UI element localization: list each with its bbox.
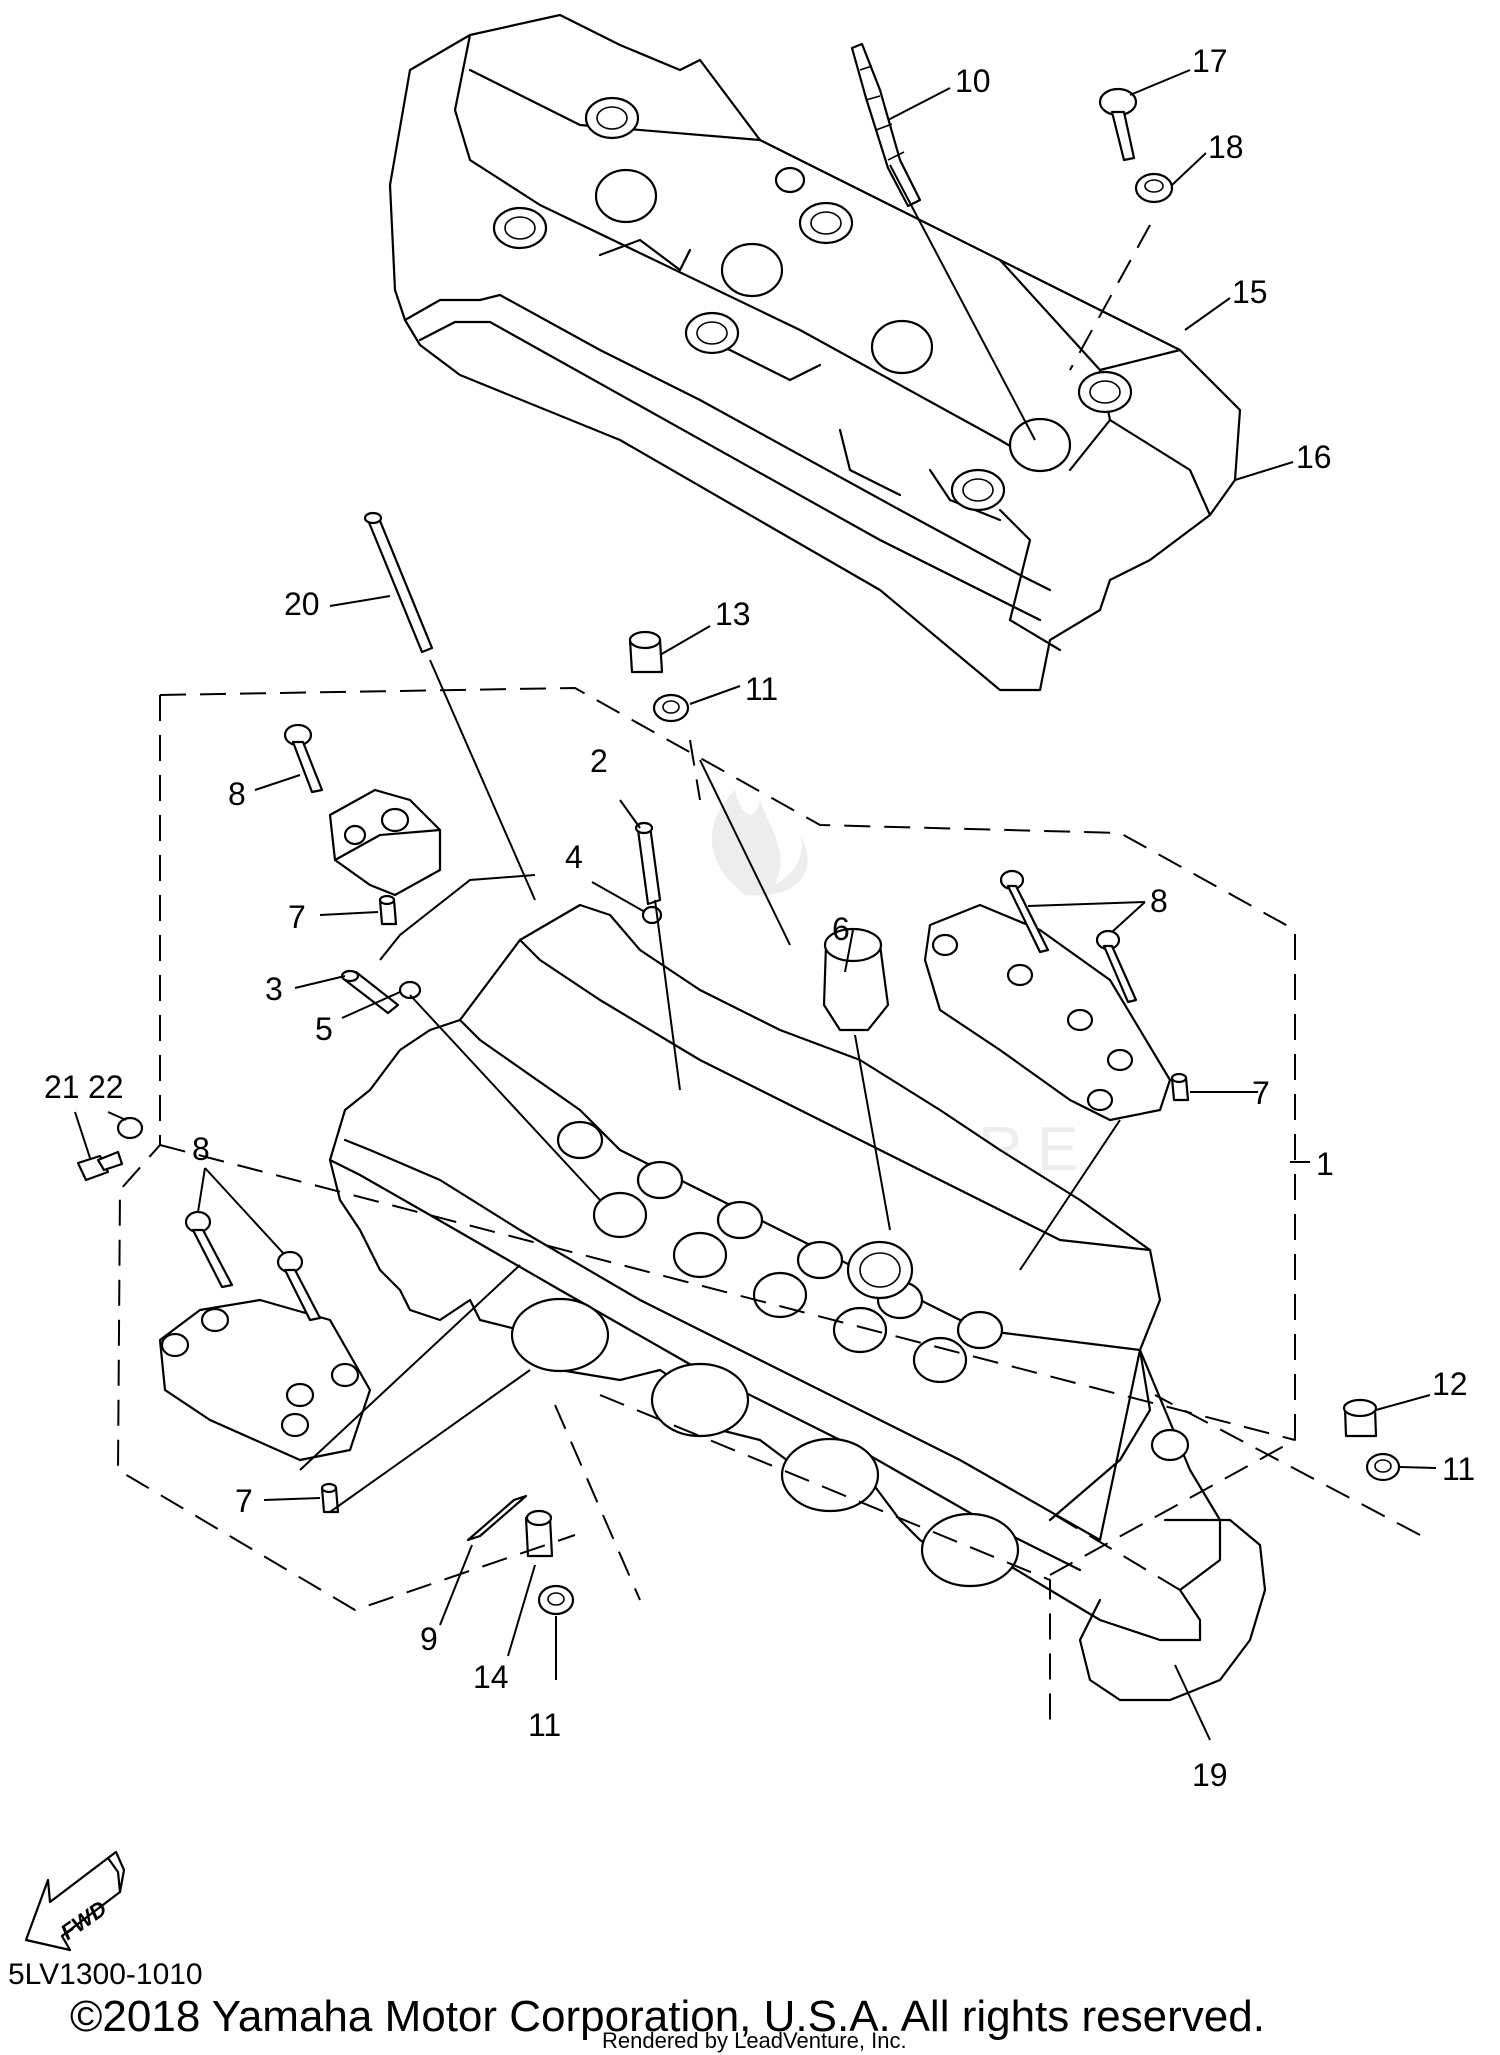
callout-7b[interactable]: 7 <box>1252 1075 1270 1111</box>
callout-5[interactable]: 5 <box>315 1011 333 1047</box>
rendered-by-credit: Rendered by LeadVenture, Inc. <box>602 2028 907 2053</box>
callout-22[interactable]: 22 <box>88 1069 124 1105</box>
copyright-notice: ©2018 Yamaha Motor Corporation, U.S.A. A… <box>70 1992 1265 2041</box>
cap-bolt-right-a[interactable] <box>999 869 1050 954</box>
callout-14[interactable]: 14 <box>473 1659 509 1695</box>
exhaust-stud[interactable] <box>466 1494 528 1542</box>
callout-19[interactable]: 19 <box>1192 1757 1228 1793</box>
dowel-pin-b[interactable] <box>1170 1072 1190 1102</box>
oil-gallery-bolt[interactable] <box>76 1150 124 1182</box>
copper-washer[interactable] <box>116 1116 144 1140</box>
intake-ports <box>510 1297 1020 1588</box>
callout-7c[interactable]: 7 <box>235 1483 253 1519</box>
callout-4[interactable]: 4 <box>565 839 583 875</box>
callout-13[interactable]: 13 <box>715 596 751 632</box>
callout-18[interactable]: 18 <box>1208 129 1244 165</box>
callout-11a[interactable]: 11 <box>745 671 778 707</box>
callout-17[interactable]: 17 <box>1192 43 1228 79</box>
cover-bolt[interactable] <box>1098 87 1138 162</box>
callout-6[interactable]: 6 <box>832 911 850 947</box>
cylinder-head[interactable] <box>328 903 1267 1702</box>
stud-bolt-short[interactable] <box>340 969 400 1015</box>
callout-16[interactable]: 16 <box>1296 439 1332 475</box>
callout-8c[interactable]: 8 <box>192 1131 210 1167</box>
callout-8a[interactable]: 8 <box>228 776 246 812</box>
o-ring-right[interactable] <box>1365 1452 1401 1482</box>
blind-plug[interactable] <box>822 927 890 1032</box>
long-stud-bolt[interactable] <box>363 511 434 654</box>
cover-bolt-bosses <box>492 96 1133 512</box>
callout-labels: 1 2 3 4 5 6 7 7 7 8 8 8 9 10 11 11 11 12… <box>44 43 1475 1793</box>
valve-train-bosses <box>556 1120 1190 1462</box>
spark-plug[interactable] <box>850 42 922 208</box>
dowel-pin-c[interactable] <box>320 1482 340 1514</box>
callout-10[interactable]: 10 <box>955 63 991 99</box>
camshaft-cap-upper-left[interactable] <box>328 788 442 897</box>
dowel-pin-a[interactable] <box>378 894 398 926</box>
assembly-lines <box>116 164 1421 1720</box>
callout-8b[interactable]: 8 <box>1150 883 1168 919</box>
callout-2[interactable]: 2 <box>590 743 608 779</box>
cap-bolt-lower-left-a[interactable] <box>184 1210 234 1289</box>
cap-bolt-lower-left-b[interactable] <box>276 1250 322 1322</box>
cover-grommet[interactable] <box>1134 172 1174 204</box>
o-ring-top[interactable] <box>652 693 690 723</box>
callout-9[interactable]: 9 <box>420 1621 438 1657</box>
callout-15[interactable]: 15 <box>1232 274 1268 310</box>
callout-20[interactable]: 20 <box>284 586 320 622</box>
callout-11c[interactable]: 11 <box>528 1707 561 1743</box>
cap-bolt-right-b[interactable] <box>1095 929 1138 1004</box>
washer-lower[interactable] <box>398 980 422 1000</box>
fwd-arrow-icon: FWD <box>24 1850 126 1952</box>
callout-3[interactable]: 3 <box>265 971 283 1007</box>
exhaust-gasket <box>1078 1518 1267 1702</box>
cap-bolt-upper-left[interactable] <box>283 723 324 794</box>
camshaft-cap-right[interactable] <box>923 903 1172 1122</box>
stud-bolt[interactable] <box>634 821 662 906</box>
spark-plug-wells <box>594 166 1072 473</box>
o-ring-lower[interactable] <box>537 1584 575 1616</box>
callout-11b[interactable]: 11 <box>1442 1451 1475 1487</box>
callout-21[interactable]: 21 <box>44 1069 80 1105</box>
drain-plug[interactable] <box>1342 1398 1378 1438</box>
camshaft-cap-lower-left[interactable] <box>158 1298 372 1462</box>
callout-1[interactable]: 1 <box>1316 1146 1334 1182</box>
leader-lines <box>74 69 1437 1741</box>
callout-12[interactable]: 12 <box>1432 1366 1468 1402</box>
cylinder-head-cover[interactable] <box>388 13 1242 692</box>
drawing-code: 5LV1300-1010 <box>8 1958 203 1991</box>
dowel-pin-lower[interactable] <box>524 1509 554 1558</box>
watermark-flame-icon <box>711 790 808 896</box>
dowel-pin-top[interactable] <box>628 630 664 674</box>
callout-7a[interactable]: 7 <box>288 899 306 935</box>
